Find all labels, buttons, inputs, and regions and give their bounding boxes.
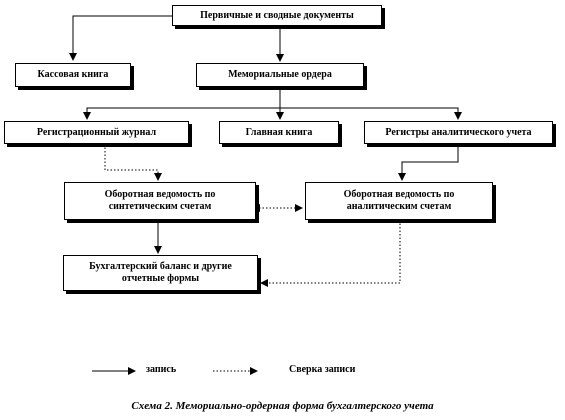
solid-connectors xyxy=(69,15,462,254)
node-memorial-orders: Мемориальные ордера xyxy=(196,63,364,87)
diagram-caption: Схема 2. Мемориально-ордерная форма бухг… xyxy=(131,400,434,412)
node-primary-docs: Первичные и сводные документы xyxy=(172,5,382,26)
legend-dotted-label: Сверка записи xyxy=(289,364,356,375)
node-synthetic-turnover: Оборотная ведомость по синтетическим сче… xyxy=(64,182,256,220)
node-registration-journal: Регистрационный журнал xyxy=(4,121,189,144)
node-cash-book: Кассовая книга xyxy=(15,63,131,87)
edge-primary-to-cash-book xyxy=(69,15,172,61)
legend-solid-label: запись xyxy=(146,364,177,375)
edge-memorial-to-journal xyxy=(83,107,280,120)
node-analytical-turnover: Оборотная ведомость по аналитическим сче… xyxy=(305,182,493,220)
node-analytical-registers: Регистры аналитического учета xyxy=(364,121,553,144)
edge-memorial-to-analytical xyxy=(280,107,462,120)
edge-journal-to-synthetic xyxy=(104,144,162,181)
node-balance-sheet: Бухгалтерский баланс и другие отчетные ф… xyxy=(63,255,258,291)
dotted-connectors xyxy=(104,144,401,287)
edge-analytical-to-turnover xyxy=(398,144,459,181)
edge-analytical-to-balance xyxy=(260,220,401,287)
node-general-ledger: Главная книга xyxy=(219,121,339,144)
